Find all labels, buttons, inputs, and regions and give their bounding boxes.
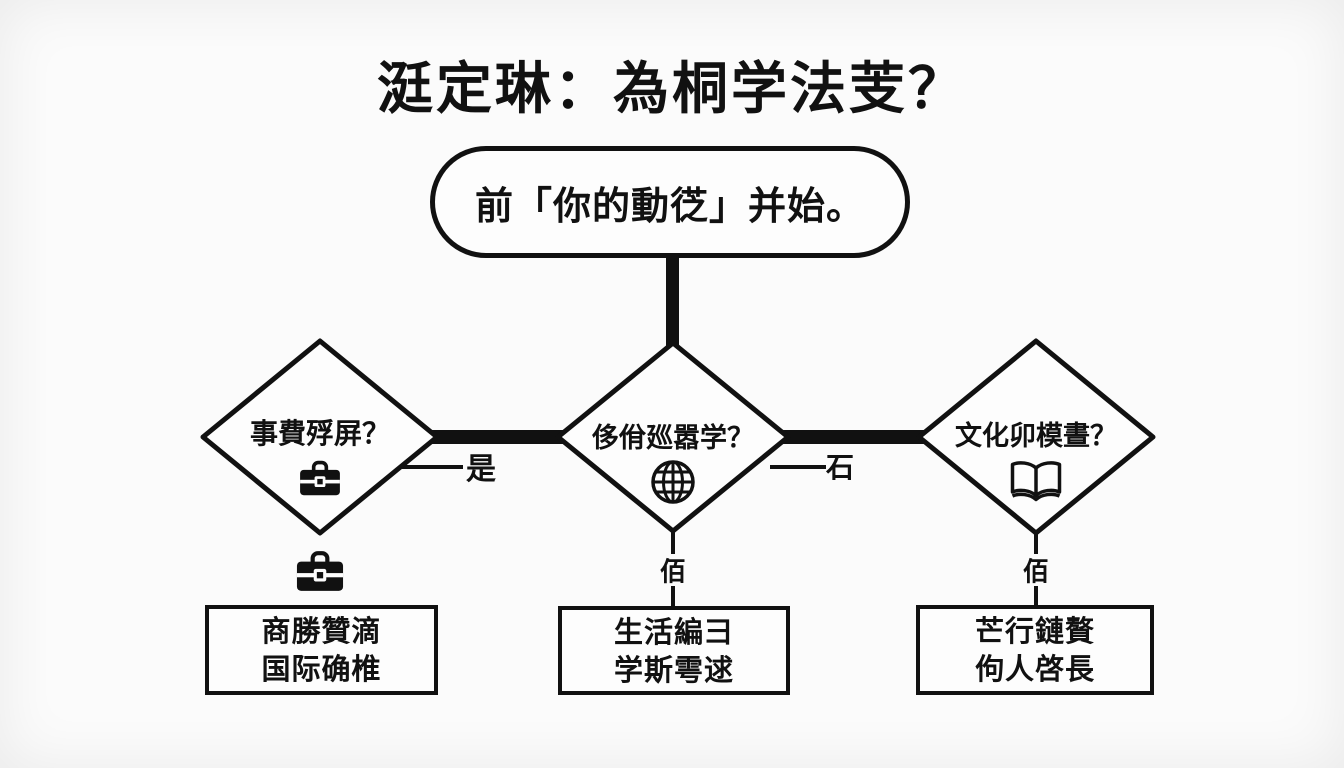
- diamond-career: [200, 338, 440, 536]
- connector-center-to-right: [778, 430, 926, 444]
- outcome-line: 生活編彐: [613, 614, 734, 649]
- outcome-box-business: 商勝贊滴 国际确椎: [205, 605, 438, 695]
- outcome-line: 芒行鏈贅: [974, 614, 1095, 648]
- outcome-box-life: 生活編彐 学斯雩逑: [558, 606, 790, 695]
- question-career: 事費殍屏？: [249, 417, 390, 450]
- briefcase-icon: [296, 551, 344, 591]
- connector-left-to-center: [426, 430, 570, 444]
- start-node: 前「你的動徔」并始。: [430, 146, 910, 258]
- edge-label-no-center-down: 佰: [659, 557, 687, 588]
- edge-label-no-right-down: 佰: [1022, 557, 1050, 588]
- connector-start-to-center: [666, 256, 679, 350]
- outcome-box-growth: 芒行鏈贅 佝人啓長: [916, 605, 1154, 695]
- page-title: 涏定琳：為桐学法芰？: [377, 57, 967, 122]
- outcome-line: 国际确椎: [261, 652, 382, 686]
- start-node-label: 前「你的動徔」并始。: [474, 183, 865, 228]
- outcome-line: 商勝贊滴: [261, 614, 382, 648]
- diamond-study-abroad: [555, 340, 791, 534]
- edge-label-yes: 是: [466, 452, 496, 487]
- briefcase-icon: [300, 460, 340, 496]
- diamond-culture: [916, 338, 1156, 536]
- outcome-line: 学斯雩逑: [613, 652, 734, 687]
- question-culture: 文化卯模晝？: [955, 421, 1117, 452]
- edge-label-no-horizontal: 石: [825, 451, 855, 484]
- globe-icon: [651, 460, 695, 504]
- question-study-abroad: 侈佾廵嚣学？: [592, 423, 754, 454]
- outcome-line: 佝人啓長: [974, 652, 1095, 686]
- book-icon: [1010, 461, 1062, 502]
